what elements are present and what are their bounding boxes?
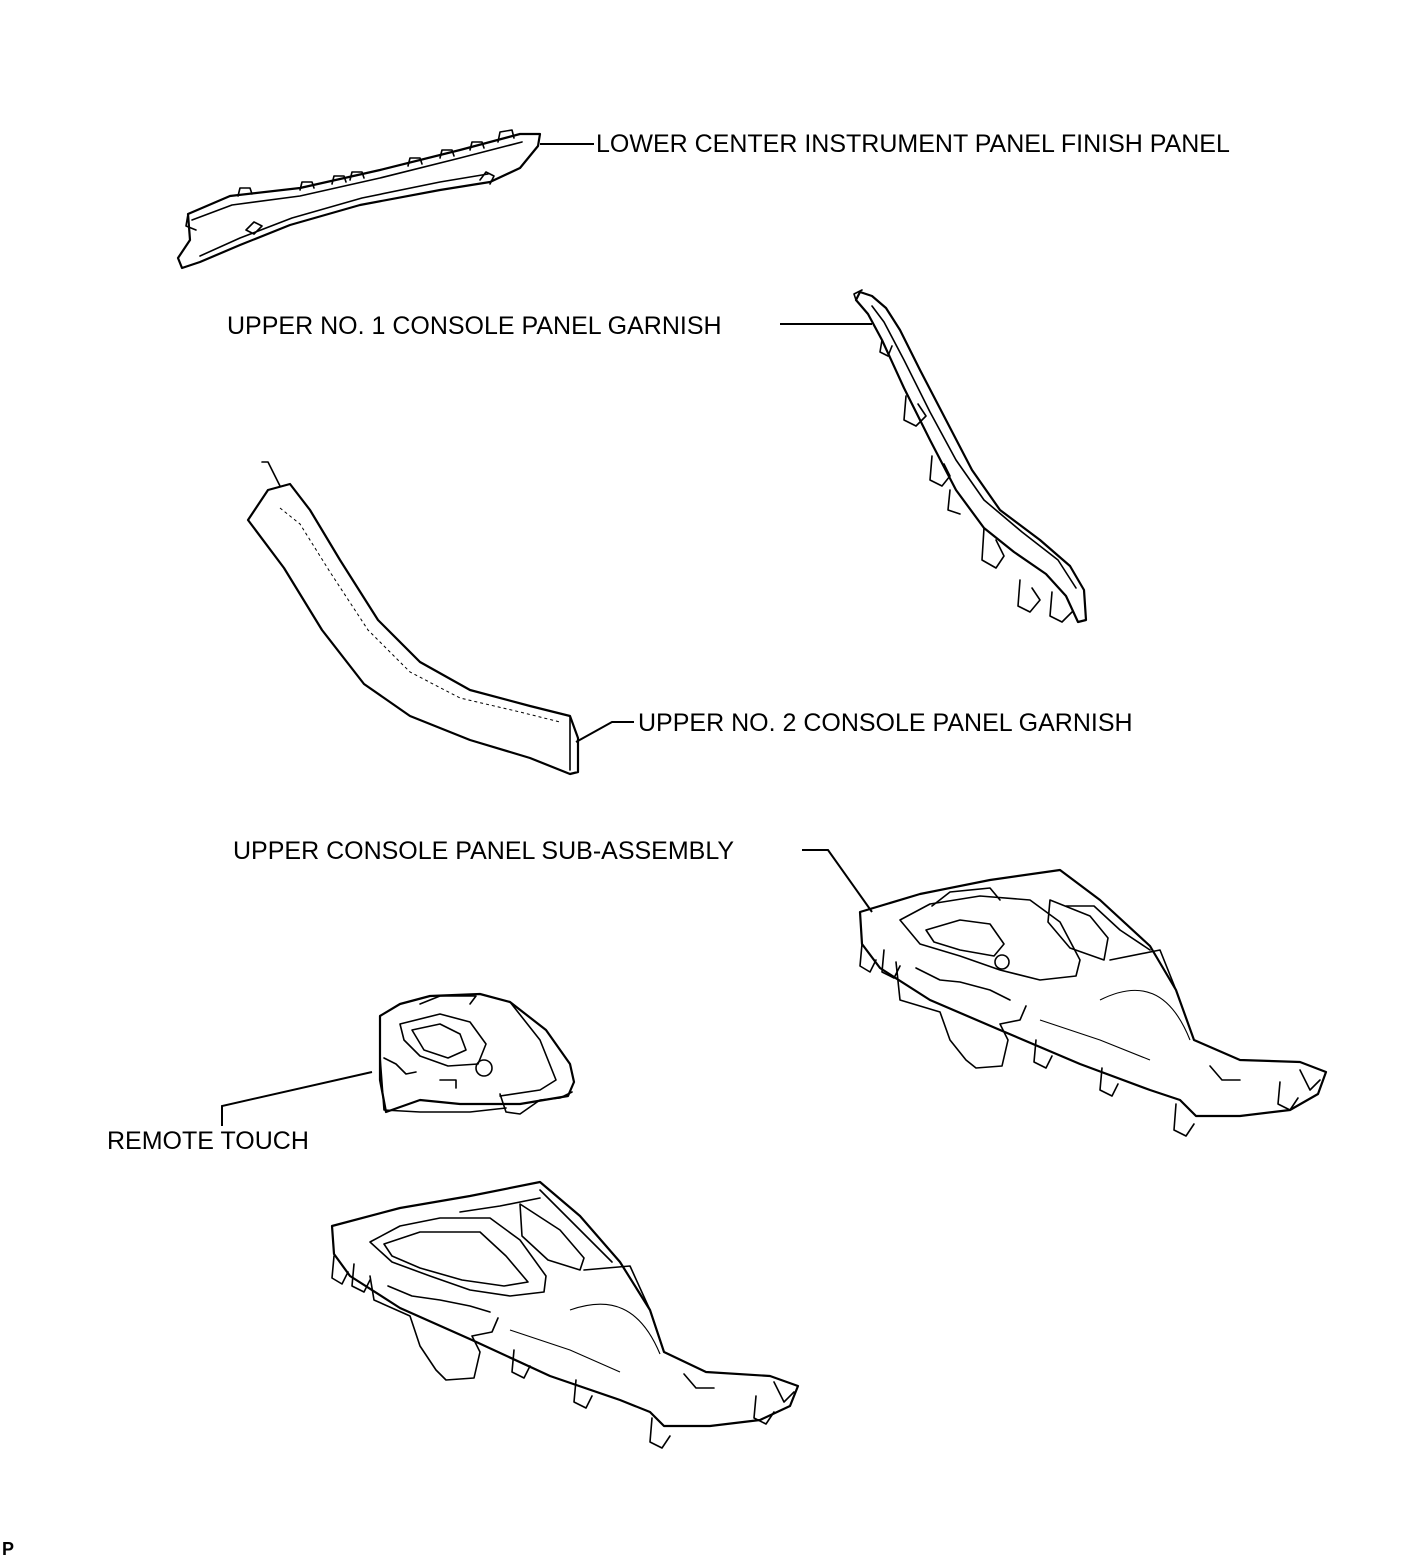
remote-touch-part	[378, 992, 576, 1115]
lower-center-finish-panel-label: LOWER CENTER INSTRUMENT PANEL FINISH PAN…	[596, 130, 1230, 158]
upper-console-subassembly-part	[858, 868, 1328, 1137]
upper-console-panel-part	[330, 1180, 800, 1449]
upper-no2-garnish-label: UPPER NO. 2 CONSOLE PANEL GARNISH	[638, 709, 1133, 737]
lower-center-finish-panel-part	[176, 129, 542, 270]
leader-line-remote	[221, 1071, 373, 1126]
upper-no2-garnish-part	[246, 461, 580, 776]
remote-touch-label: REMOTE TOUCH	[107, 1127, 309, 1155]
leader-line-upper2	[575, 721, 634, 743]
upper-no1-garnish-part	[853, 289, 1088, 624]
upper-console-subassembly-label: UPPER CONSOLE PANEL SUB-ASSEMBLY	[233, 837, 735, 865]
corner-mark: P	[2, 1539, 15, 1559]
leader-line-subassembly	[802, 849, 873, 913]
upper-no1-garnish-label: UPPER NO. 1 CONSOLE PANEL GARNISH	[227, 312, 722, 340]
